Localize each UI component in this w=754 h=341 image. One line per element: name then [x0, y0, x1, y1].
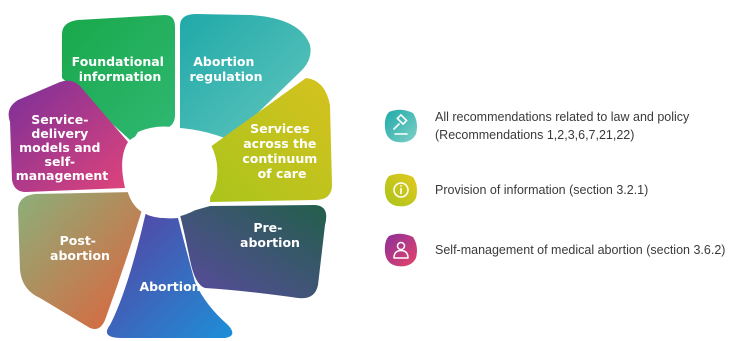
petal-label-abortion: Abortion	[139, 279, 200, 294]
petal-pre-abortion	[180, 205, 327, 299]
petal-label-continuum: Services across the continuum of care	[242, 121, 321, 181]
flower-diagram: Foundational information Abortion regula…	[8, 14, 332, 338]
petal-foundational-information	[62, 15, 175, 140]
petal-services-across-continuum	[206, 78, 332, 202]
legend-text-information: Provision of information (section 3.2.1)	[435, 183, 649, 197]
petal-post-abortion	[18, 192, 142, 329]
person-icon	[384, 233, 417, 267]
petal-label-foundational: Foundational information	[72, 54, 169, 84]
petal-label-regulation: Abortion regulation	[190, 54, 263, 84]
legend-text-law-policy: All recommendations related to law and p…	[435, 110, 690, 142]
petal-service-delivery	[8, 80, 128, 192]
gavel-icon	[384, 109, 417, 143]
legend-item-information: Provision of information (section 3.2.1)	[383, 172, 648, 208]
legend-item-self-management: Self-management of medical abortion (sec…	[383, 232, 725, 268]
petal-label-post-abortion: Post- abortion	[50, 233, 110, 263]
legend-text-self-management: Self-management of medical abortion (sec…	[435, 243, 726, 257]
petal-label-service-delivery: Service- delivery models and self- manag…	[16, 112, 109, 183]
petal-abortion-regulation	[180, 14, 311, 140]
legend-item-law-policy: All recommendations related to law and p…	[383, 108, 689, 144]
info-icon	[384, 173, 417, 207]
petal-abortion	[106, 212, 233, 338]
flower-center	[123, 126, 218, 219]
petal-label-pre-abortion: Pre- abortion	[240, 220, 300, 250]
